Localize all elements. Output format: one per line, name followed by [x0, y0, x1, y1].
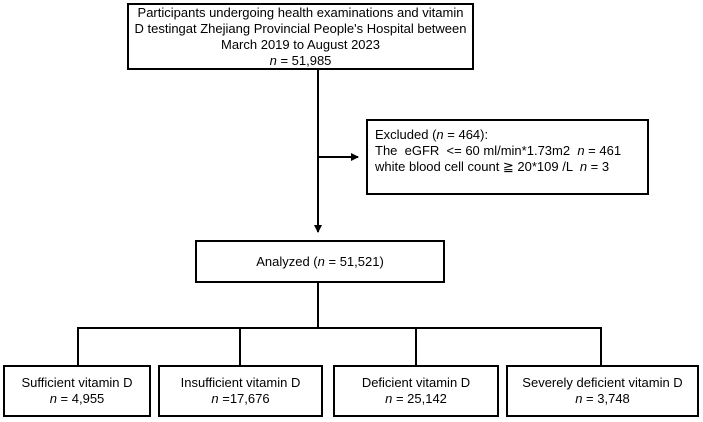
wbc-count: = 3: [587, 159, 610, 174]
participants-box: Participants undergoing health examinati…: [127, 3, 474, 70]
participants-count-value: = 51,985: [276, 52, 332, 68]
group-label: Insufficient vitamin D: [180, 375, 301, 390]
group-box-severely-deficient: Severely deficient vitamin D n = 3,748: [506, 365, 699, 417]
excluded-title-prefix: Excluded (: [375, 127, 437, 142]
participants-line-1: Participants undergoing health examinati…: [137, 4, 464, 20]
analyzed-label: Analyzed (n = 51,521): [256, 254, 384, 270]
n-symbol: n: [575, 391, 583, 406]
excluded-egfr-criterion: The eGFR <= 60 ml/min*1.73m2 n = 461: [375, 143, 647, 159]
excluded-title: Excluded (n = 464):: [375, 127, 647, 143]
n-symbol: n: [385, 391, 393, 406]
group-box-sufficient: Sufficient vitamin D n = 4,955: [3, 365, 151, 417]
participants-count: n = 51,985: [270, 53, 332, 69]
n-symbol: n: [211, 391, 219, 406]
participants-line-3: March 2019 to August 2023: [220, 36, 380, 52]
group-label: Sufficient vitamin D: [21, 375, 133, 390]
group-count-value: =17,676: [218, 391, 270, 406]
analyzed-prefix: Analyzed (: [256, 253, 318, 269]
group-count: n =17,676: [211, 391, 269, 407]
group-count-value: = 25,142: [392, 391, 447, 406]
n-symbol: n: [49, 391, 57, 406]
group-count: n = 3,748: [575, 391, 630, 407]
analyzed-count: = 51,521): [324, 253, 384, 269]
wbc-criterion-text: white blood cell count ≧ 20*109 /L: [375, 159, 580, 174]
n-symbol: n: [579, 159, 588, 174]
n-symbol: n: [436, 127, 444, 142]
excluded-wbc-criterion: white blood cell count ≧ 20*109 /L n = 3: [375, 159, 647, 175]
group-label: Severely deficient vitamin D: [522, 375, 683, 390]
group-count-value: = 3,748: [582, 391, 630, 406]
group-count-value: = 4,955: [56, 391, 105, 406]
excluded-box: Excluded (n = 464): The eGFR <= 60 ml/mi…: [366, 119, 649, 195]
excluded-title-suffix: = 464):: [443, 127, 489, 142]
group-count: n = 4,955: [50, 391, 105, 407]
participants-line-2: D testingat Zhejiang Provincial People's…: [134, 20, 467, 36]
n-symbol: n: [577, 143, 585, 158]
group-box-deficient: Deficient vitamin D n = 25,142: [333, 365, 499, 417]
analyzed-box: Analyzed (n = 51,521): [195, 240, 445, 283]
n-symbol: n: [317, 253, 325, 269]
group-label: Deficient vitamin D: [361, 375, 471, 390]
egfr-criterion-text: The eGFR <= 60 ml/min*1.73m2: [375, 143, 578, 158]
egfr-count: = 461: [584, 143, 622, 158]
group-box-insufficient: Insufficient vitamin D n =17,676: [158, 365, 323, 417]
group-count: n = 25,142: [385, 391, 447, 407]
n-symbol: n: [269, 52, 277, 68]
